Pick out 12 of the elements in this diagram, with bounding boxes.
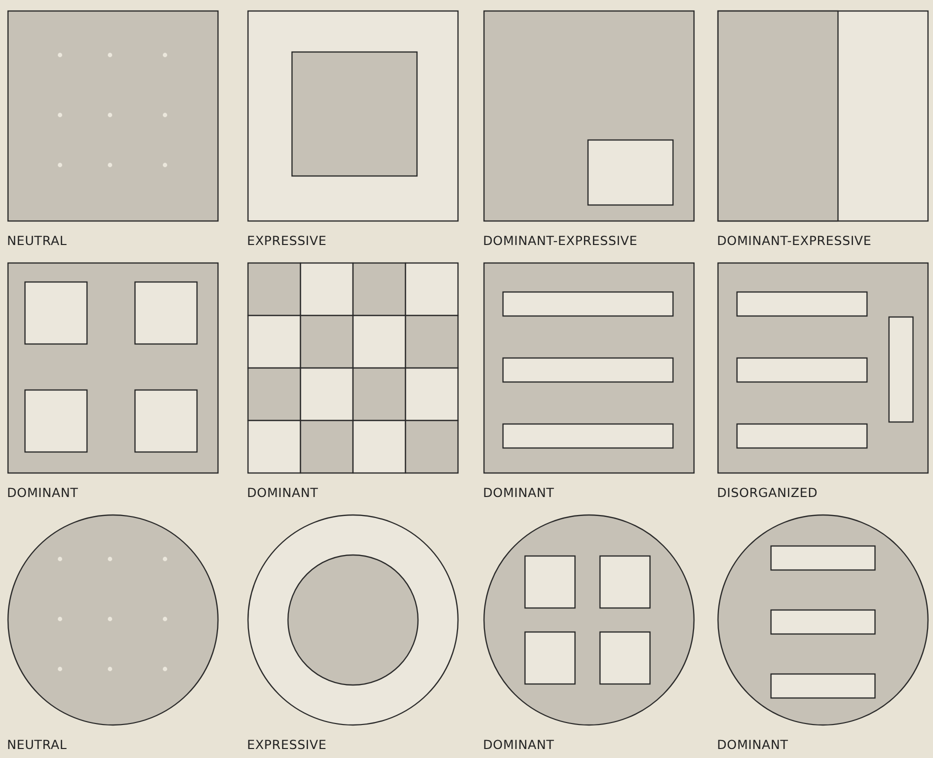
node-label: DISORGANIZED: [717, 485, 818, 500]
node-label: DOMINANT: [247, 485, 318, 500]
node-label: NEUTRAL: [7, 233, 67, 248]
node-label: DOMINANT: [483, 485, 554, 500]
node-label: DOMINANT: [717, 737, 788, 752]
node-label: EXPRESSIVE: [247, 233, 327, 248]
node-label: DOMINANT-EXPRESSIVE: [717, 233, 872, 248]
node-label: DOMINANT: [7, 485, 78, 500]
node-label: DOMINANT: [483, 737, 554, 752]
node-label: DOMINANT-EXPRESSIVE: [483, 233, 638, 248]
node-label: EXPRESSIVE: [247, 737, 327, 752]
node-label: NEUTRAL: [7, 737, 67, 752]
